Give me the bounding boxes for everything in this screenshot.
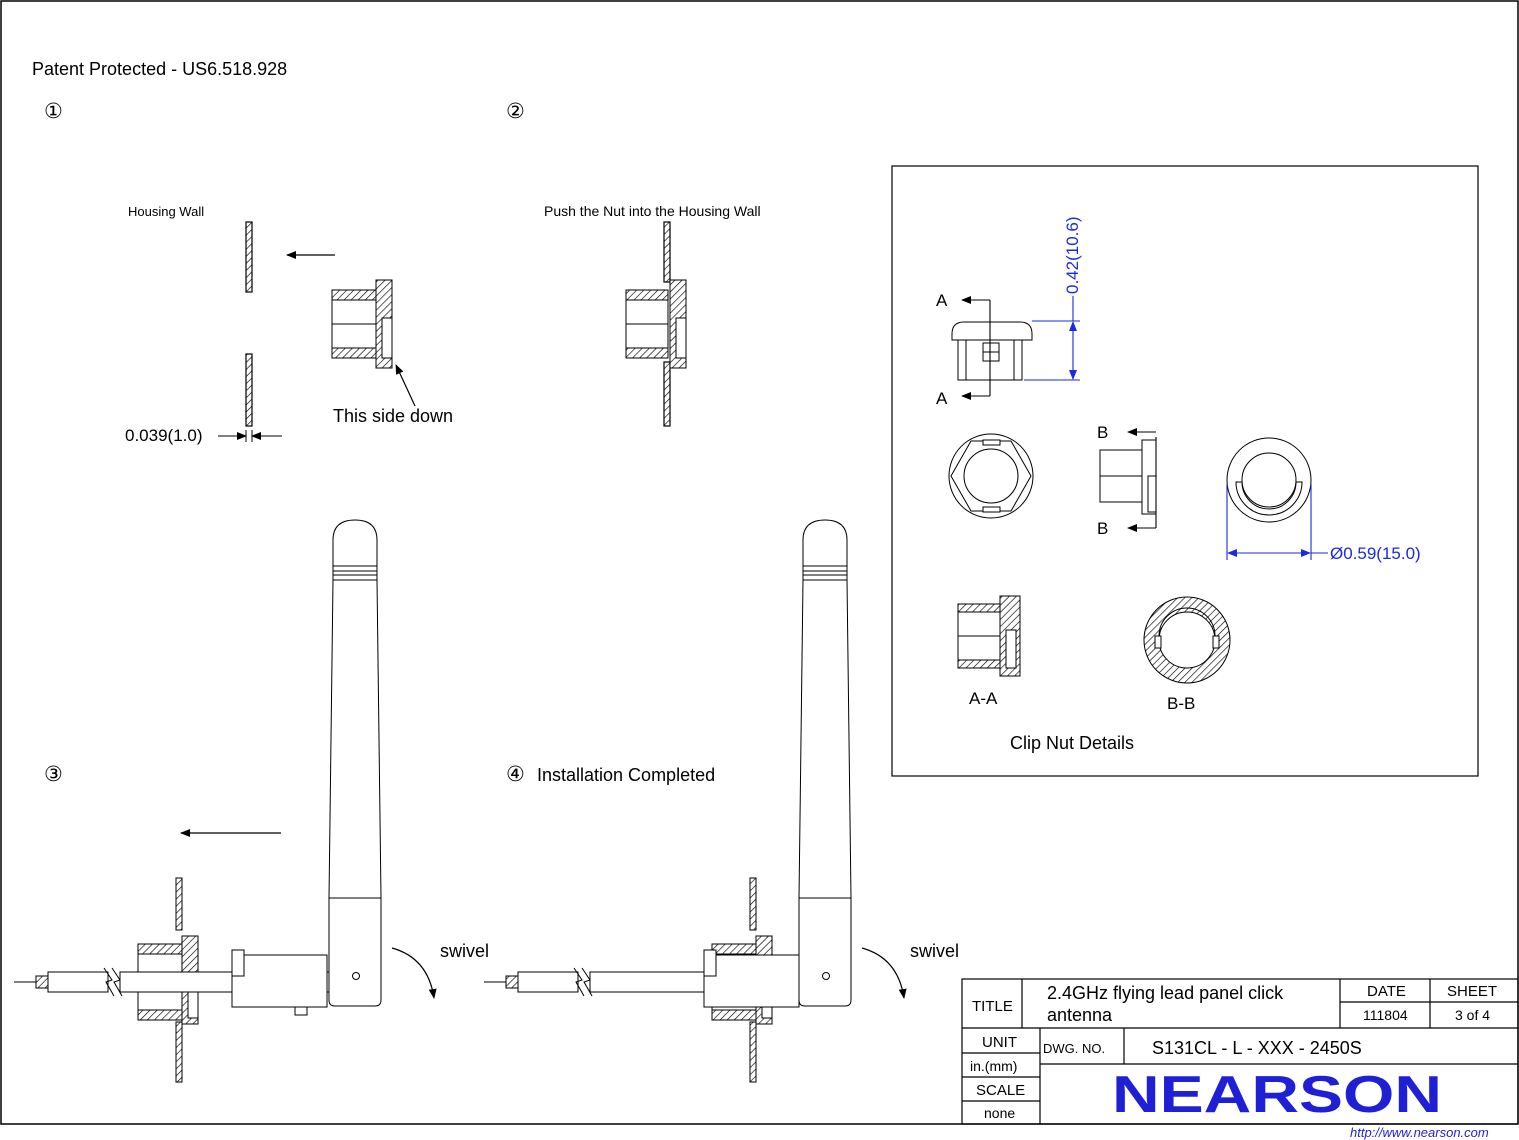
clip-nut-round-view — [1226, 437, 1312, 523]
height-dimension-label: 0.42(10.6) — [1063, 217, 1082, 295]
antenna-step-3 — [328, 519, 382, 1007]
unit-label: UNIT — [982, 1034, 1017, 1051]
drawing-title-line2: antenna — [1047, 1005, 1113, 1025]
housing-wall-lower — [245, 353, 253, 427]
nearson-logo: NEARSON — [1112, 1066, 1442, 1124]
diameter-dimension — [1226, 484, 1328, 560]
clip-nut-side-detail — [1099, 439, 1157, 515]
step-1-diagram: Housing Wall This side down 0.039(1.0) — [125, 204, 453, 445]
drawing-title-line1: 2.4GHz flying lead panel click — [1047, 983, 1284, 1003]
push-nut-label: Push the Nut into the Housing Wall — [544, 203, 761, 219]
company-url[interactable]: http://www.nearson.com — [1350, 1125, 1489, 1140]
housing-wall-lower-2 — [663, 361, 671, 427]
step-2-diagram: Push the Nut into the Housing Wall — [544, 203, 761, 427]
side-down-leader — [395, 364, 416, 407]
view-bb-label: B-B — [1167, 694, 1195, 713]
diameter-dimension-label: Ø0.59(15.0) — [1330, 544, 1421, 563]
patent-notice: Patent Protected - US6.518.928 — [32, 59, 287, 79]
housing-wall-upper-2 — [663, 221, 671, 283]
clip-nut-installed-view — [625, 279, 687, 369]
coax-cable-4 — [484, 949, 801, 1008]
clip-nut-side-view — [331, 279, 393, 369]
section-b-top-label: B — [1097, 423, 1108, 442]
section-b-bottom-label: B — [1097, 519, 1108, 538]
clip-nut-details-panel: A A 0.42(10.6) — [891, 165, 1479, 777]
section-aa-view — [957, 595, 1021, 677]
step-2-number: ② — [506, 100, 525, 123]
clip-nut-front-view — [951, 321, 1033, 381]
housing-wall-label: Housing Wall — [128, 204, 204, 219]
antenna-step-4 — [798, 519, 852, 1007]
date-label: DATE — [1367, 983, 1406, 1000]
housing-wall-lower-4 — [749, 1021, 757, 1083]
title-label: TITLE — [972, 998, 1013, 1015]
step-3-number: ③ — [44, 763, 63, 786]
details-title: Clip Nut Details — [1010, 733, 1134, 753]
coax-cable-3 — [14, 949, 331, 1016]
step-4-number: ④ — [506, 763, 525, 786]
this-side-down-label: This side down — [333, 406, 453, 426]
scale-value: none — [984, 1105, 1015, 1121]
unit-value: in.(mm) — [970, 1058, 1017, 1074]
step-1-number: ① — [44, 100, 63, 123]
housing-wall-upper-4 — [749, 877, 757, 931]
housing-wall-upper — [245, 221, 253, 293]
housing-wall-lower-3 — [175, 1021, 183, 1083]
step-4-label: Installation Completed — [537, 765, 715, 785]
step-4-diagram: swivel — [484, 519, 959, 1083]
date-value: 111804 — [1363, 1007, 1408, 1023]
swivel-label-2: swivel — [910, 941, 959, 961]
section-a-bottom-label: A — [936, 389, 948, 408]
section-a-line — [961, 296, 991, 400]
sheet-value: 3 of 4 — [1455, 1007, 1490, 1023]
view-aa-label: A-A — [969, 689, 998, 708]
section-a-top-label: A — [936, 291, 948, 310]
swivel-arrow-1 — [391, 947, 437, 999]
dwg-no-value: S131CL - L - XXX - 2450S — [1152, 1038, 1362, 1058]
height-dimension — [1024, 296, 1080, 381]
section-b-line — [1127, 428, 1157, 532]
swivel-arrow-2 — [861, 947, 907, 999]
wall-thickness-dimension: 0.039(1.0) — [125, 426, 203, 445]
sheet-label: SHEET — [1447, 983, 1497, 1000]
scale-label: SCALE — [976, 1082, 1025, 1099]
housing-wall-upper-3 — [175, 877, 183, 931]
step-3-diagram: swivel — [14, 519, 489, 1083]
clip-nut-hex-view — [948, 433, 1034, 519]
section-bb-view — [1143, 596, 1231, 684]
title-block — [961, 978, 1519, 1125]
swivel-label-1: swivel — [440, 941, 489, 961]
dwg-no-label: DWG. NO. — [1043, 1041, 1105, 1056]
